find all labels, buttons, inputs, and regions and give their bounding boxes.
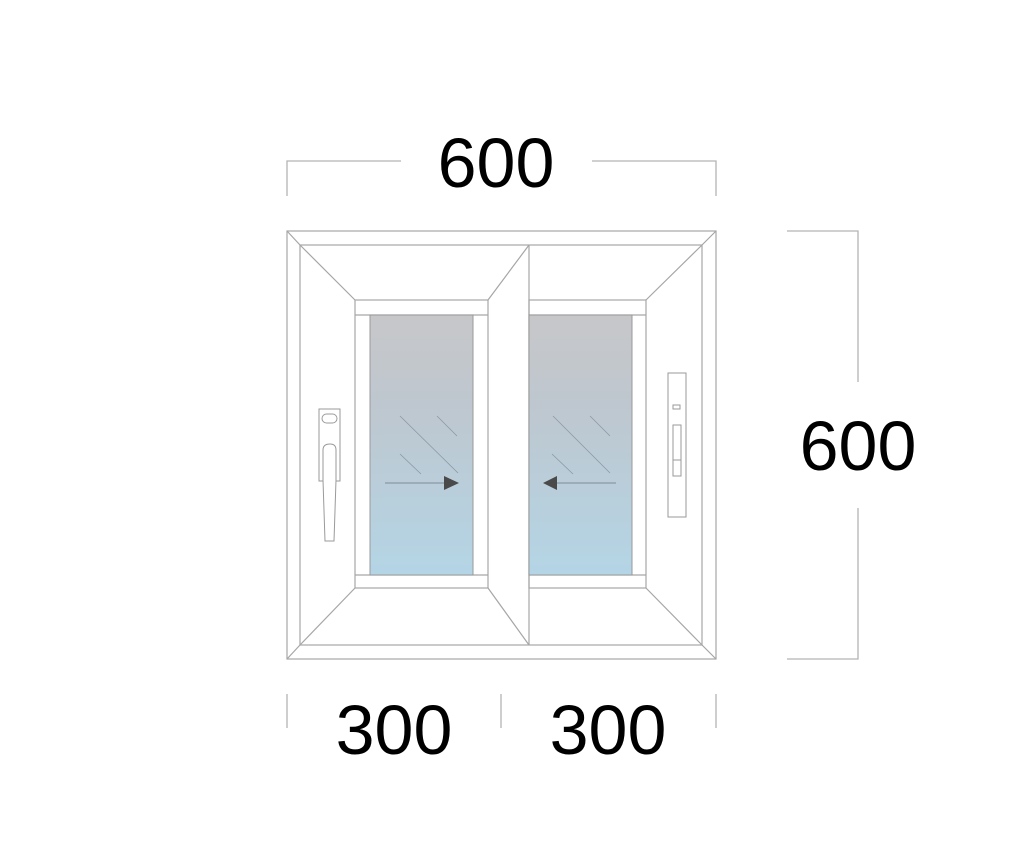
overall-height-label: 600 [800,407,917,485]
slide-right-arrow-icon [385,476,459,490]
slide-left-arrow-icon [543,476,616,490]
lever-handle-icon[interactable] [318,408,341,542]
left-glass-reflection-icon [399,415,459,475]
flush-lock-icon[interactable] [667,372,687,518]
right-dimension: 600 [787,230,917,660]
overall-width-label: 600 [438,124,555,202]
inner-frame [299,244,703,646]
right-sash [528,244,703,646]
left-glass-pane [369,314,474,576]
right-glass-pane [528,314,633,576]
left-sash-frame [354,299,489,589]
top-dimension-line-left [286,160,401,196]
right-dimension-line-bottom [787,508,859,660]
bottom-dimensions: 300 300 [286,691,717,769]
left-panel-width-label: 300 [336,691,453,769]
left-sash [299,244,530,646]
top-dimension-line-right [592,160,717,196]
right-panel-width-label: 300 [550,691,667,769]
right-dimension-line-top [787,230,859,382]
top-dimension: 600 [286,124,717,202]
right-glass-reflection-icon [551,415,611,475]
